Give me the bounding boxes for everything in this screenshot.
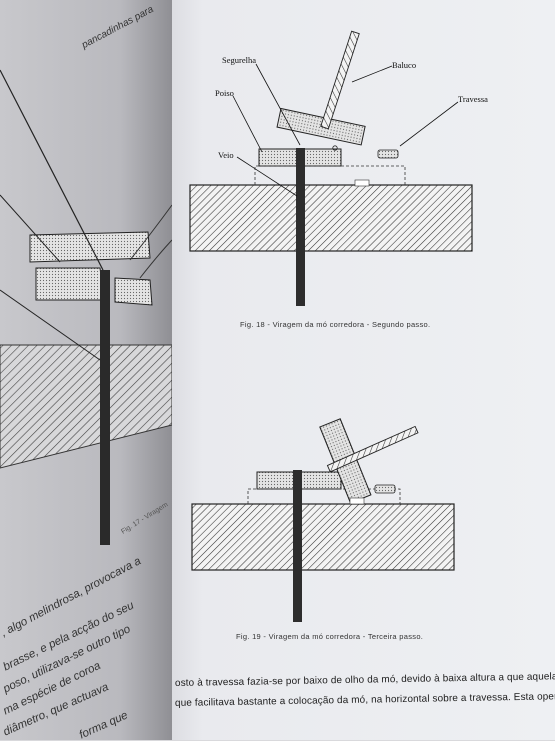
label-travessa: Travessa bbox=[458, 94, 488, 104]
label-segurelha: Segurelha bbox=[222, 55, 256, 65]
fig19-veio bbox=[293, 470, 302, 622]
fig18-baluco bbox=[320, 30, 360, 130]
label-poiso: Poiso bbox=[215, 88, 234, 98]
fig19-baluco bbox=[326, 425, 419, 473]
fig18-travessa bbox=[377, 149, 399, 159]
fig18-veio bbox=[296, 148, 305, 306]
figure-18-caption: Fig. 18 - Viragem da mó corredora - Segu… bbox=[240, 320, 431, 329]
right-page bbox=[172, 0, 555, 740]
figure-18 bbox=[189, 30, 473, 306]
fig19-travessa bbox=[374, 484, 396, 494]
fig19-bedstone bbox=[191, 503, 455, 571]
figure-19-caption: Fig. 19 - Viragem da mó corredora - Terc… bbox=[236, 632, 424, 641]
fig18-bedstone bbox=[189, 184, 473, 252]
label-veio: Veio bbox=[218, 150, 234, 160]
left-page bbox=[0, 0, 173, 740]
figure-19 bbox=[191, 418, 455, 622]
label-baluco: Baluco bbox=[392, 60, 417, 70]
